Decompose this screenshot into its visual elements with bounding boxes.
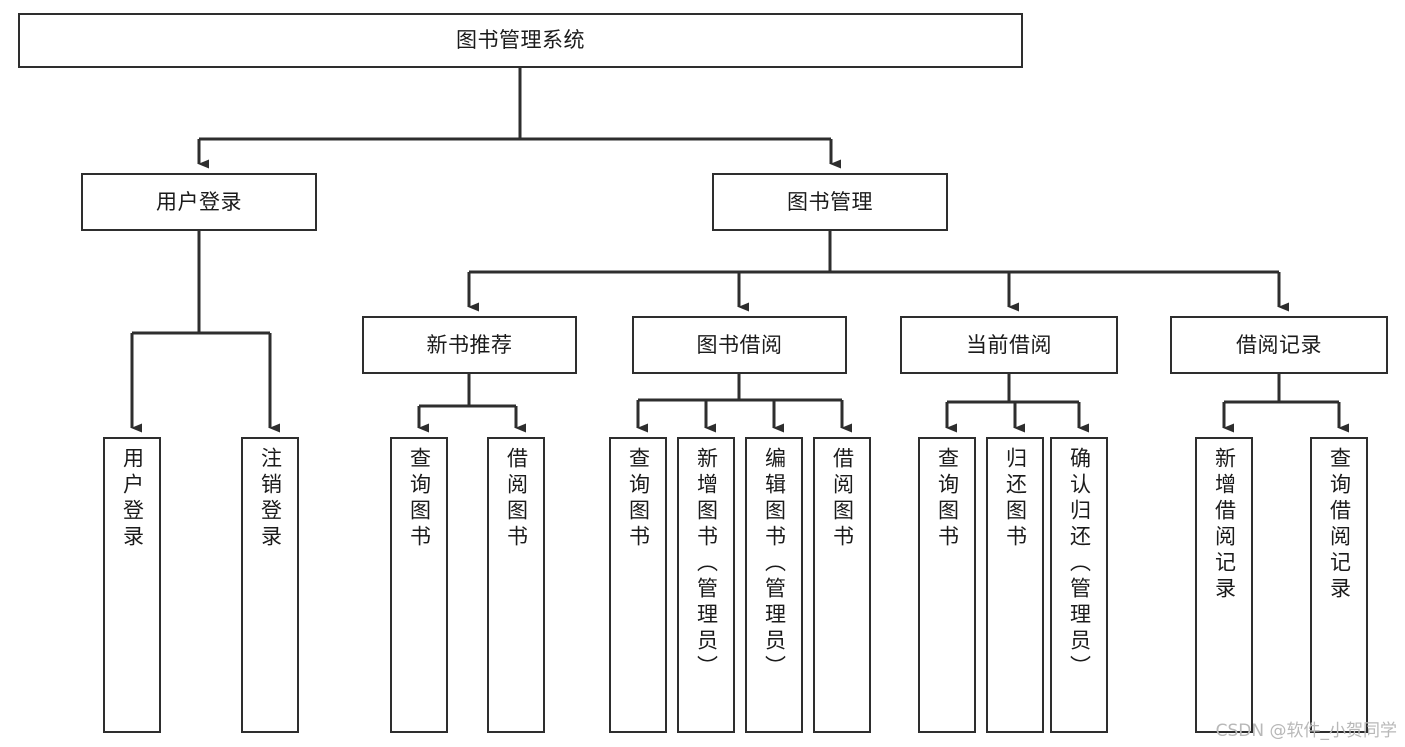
node-book-borrow-label: 图书借阅 [696, 332, 783, 357]
node-book-management-label: 图书管理 [787, 189, 873, 214]
leaf-user-logout-label: 注销登录 [258, 447, 283, 551]
node-borrow-records[interactable]: 借阅记录 [1170, 316, 1388, 374]
leaf-borrow-query-book[interactable]: 查询图书 [609, 437, 667, 733]
edge-group-records [1222, 374, 1349, 433]
node-book-management[interactable]: 图书管理 [712, 173, 948, 231]
leaf-current-return-book-label: 归还图书 [1003, 447, 1028, 551]
edge-group-root [197, 68, 841, 169]
leaf-borrow-lend-book-label: 借阅图书 [830, 447, 855, 551]
leaf-records-query-record[interactable]: 查询借阅记录 [1310, 437, 1368, 733]
node-new-book-recommend-label: 新书推荐 [426, 332, 513, 357]
leaf-borrow-query-book-label: 查询图书 [626, 447, 651, 551]
edge-group-borrow [636, 374, 852, 433]
leaf-borrow-edit-book-admin[interactable]: 编辑图书（管理员） [745, 437, 803, 733]
node-book-borrow[interactable]: 图书借阅 [632, 316, 847, 374]
leaf-current-return-book[interactable]: 归还图书 [986, 437, 1044, 733]
leaf-newbook-borrow-book[interactable]: 借阅图书 [487, 437, 545, 733]
leaf-newbook-borrow-book-label: 借阅图书 [504, 447, 529, 551]
node-user-login-label: 用户登录 [156, 189, 242, 214]
leaf-user-login-label: 用户登录 [120, 447, 145, 551]
leaf-records-add-record[interactable]: 新增借阅记录 [1195, 437, 1253, 733]
leaf-current-query-book-label: 查询图书 [935, 447, 960, 551]
node-user-login[interactable]: 用户登录 [81, 173, 317, 231]
node-current-borrow[interactable]: 当前借阅 [900, 316, 1118, 374]
leaf-newbook-query-book[interactable]: 查询图书 [390, 437, 448, 733]
leaf-user-logout[interactable]: 注销登录 [241, 437, 299, 733]
node-root-label: 图书管理系统 [456, 28, 585, 53]
node-borrow-records-label: 借阅记录 [1236, 332, 1322, 357]
leaf-newbook-query-book-label: 查询图书 [407, 447, 432, 551]
leaf-borrow-add-book-admin-label: 新增图书（管理员） [694, 447, 719, 681]
edge-group-current [945, 374, 1089, 433]
leaf-user-login[interactable]: 用户登录 [103, 437, 161, 733]
node-root[interactable]: 图书管理系统 [18, 13, 1023, 68]
node-new-book-recommend[interactable]: 新书推荐 [362, 316, 577, 374]
leaf-records-add-record-label: 新增借阅记录 [1212, 447, 1237, 603]
node-current-borrow-label: 当前借阅 [966, 332, 1052, 357]
leaf-borrow-edit-book-admin-label: 编辑图书（管理员） [762, 447, 787, 681]
edge-group-book-mgmt [467, 231, 1289, 312]
leaf-current-confirm-return-admin[interactable]: 确认归还（管理员） [1050, 437, 1108, 733]
leaf-current-confirm-return-admin-label: 确认归还（管理员） [1067, 447, 1092, 681]
leaf-current-query-book[interactable]: 查询图书 [918, 437, 976, 733]
edge-group-user-login [130, 231, 280, 433]
leaf-records-query-record-label: 查询借阅记录 [1327, 447, 1352, 603]
leaf-borrow-lend-book[interactable]: 借阅图书 [813, 437, 871, 733]
edge-group-new-books [417, 374, 526, 433]
leaf-borrow-add-book-admin[interactable]: 新增图书（管理员） [677, 437, 735, 733]
